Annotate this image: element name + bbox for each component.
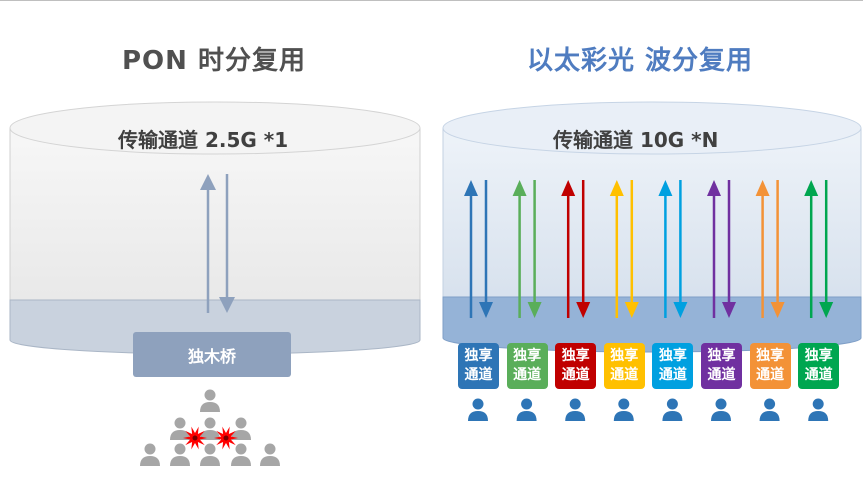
channel-label-line1: 独享 [804,348,833,364]
left-cylinder [9,101,421,333]
collision-icon [214,426,238,450]
dedicated-channel-box: 独享通道 [652,343,694,389]
wavelength-arrow-icon [804,180,834,318]
channel-label-line1: 独享 [707,348,736,364]
person-icon [200,389,220,412]
channel-label-line2: 通道 [707,367,736,383]
person-icon [170,443,190,466]
left-bidirectional-arrow-icon [200,174,235,313]
channel-label-line1: 独享 [513,348,542,364]
dedicated-channel-box: 独享通道 [749,343,791,389]
right-cylinder [442,101,862,333]
channel-label-line1: 独享 [464,348,493,364]
dedicated-users [468,398,829,421]
channel-label-line2: 通道 [756,367,785,383]
left-title: PON 时分复用 [122,46,306,76]
person-icon [468,398,488,421]
channel-label-line2: 通道 [561,367,590,383]
channel-label-line2: 通道 [658,367,687,383]
person-icon [565,398,586,421]
wavelength-arrow-icon [512,180,542,318]
single-bridge-label: 独木桥 [133,332,291,377]
right-wavelength-arrows [464,180,834,318]
channel-label-line2: 通道 [464,367,493,383]
left-cylinder-base [9,299,421,355]
person-icon [516,398,537,421]
channel-label-line1: 独享 [561,348,590,364]
person-icon [231,417,251,440]
dedicated-channel-box: 独享通道 [798,343,840,389]
person-icon [140,443,160,466]
wavelength-arrow-icon [755,180,785,318]
right-title: 以太彩光 波分复用 [527,46,754,76]
person-icon [200,443,220,466]
person-icon [231,443,251,466]
person-icon [170,417,190,440]
person-icon [759,398,780,421]
person-icon [613,398,634,421]
channel-label-line2: 通道 [804,367,833,383]
person-icon [662,398,683,421]
person-icon [200,417,220,440]
top-divider [0,0,863,1]
channel-label-line1: 独享 [610,348,639,364]
right-channel-label: 传输通道 10G *N [553,128,719,152]
channel-label-line1: 独享 [658,348,687,364]
wavelength-arrow-icon [464,180,493,318]
wavelength-arrow-icon [561,180,591,318]
dedicated-channel-box: 独享通道 [555,343,597,389]
dedicated-channel-box: 独享通道 [701,343,742,389]
wavelength-arrow-icon [658,180,688,318]
person-icon [808,398,829,421]
channel-label-line2: 通道 [513,367,542,383]
collision-icon [183,426,207,450]
wavelength-arrow-icon [707,180,736,318]
channel-label-line1: 独享 [756,348,785,364]
user-crowd [140,389,280,466]
dedicated-channel-box: 独享通道 [458,343,499,389]
person-icon [711,398,731,421]
dedicated-channel-box: 独享通道 [603,343,645,389]
left-channel-label: 传输通道 2.5G *1 [118,128,289,152]
channel-label-line2: 通道 [610,367,639,383]
dedicated-channel-box: 独享通道 [506,343,548,389]
person-icon [260,443,280,466]
wavelength-arrow-icon [609,180,639,318]
